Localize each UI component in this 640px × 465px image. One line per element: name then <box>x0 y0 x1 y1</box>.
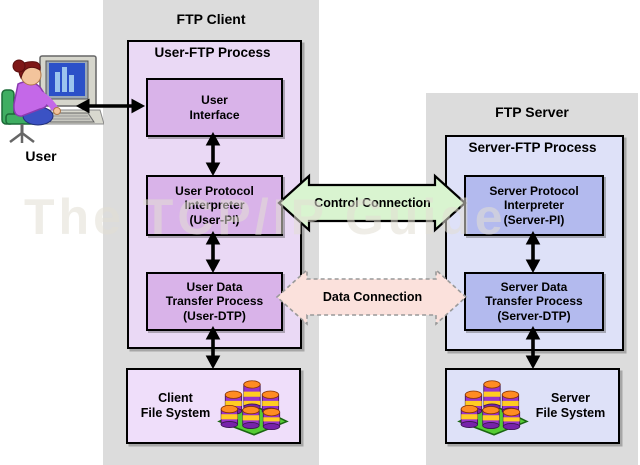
user-pi-box: User Protocol Interpreter (User-PI) <box>146 175 283 236</box>
control-connection-label: Control Connection <box>314 196 431 210</box>
file-system-icon <box>457 380 529 436</box>
data-connection-label: Data Connection <box>322 290 423 304</box>
client-file-system-label: Client File System <box>140 391 211 420</box>
user-ftp-process-title: User-FTP Process <box>154 45 271 60</box>
user-interface-label: User Interface <box>189 93 240 122</box>
user-interface-box: User Interface <box>146 78 283 137</box>
server-file-system-box: Server File System <box>445 368 620 444</box>
server-file-system-label: Server File System <box>535 391 606 420</box>
server-pi-label: Server Protocol Interpreter (Server-PI) <box>489 183 579 227</box>
user-dtp-box: User Data Transfer Process (User-DTP) <box>146 272 283 331</box>
server-pi-box: Server Protocol Interpreter (Server-PI) <box>464 175 604 236</box>
user-pi-label: User Protocol Interpreter (User-PI) <box>175 183 254 227</box>
user-computer-icon <box>1 55 104 143</box>
server-dtp-box: Server Data Transfer Process (Server-DTP… <box>464 272 604 331</box>
user-label: User <box>25 148 57 164</box>
ftp-client-title: FTP Client <box>176 11 246 27</box>
user-dtp-label: User Data Transfer Process (User-DTP) <box>165 279 264 323</box>
server-ftp-process-title: Server-FTP Process <box>468 140 597 155</box>
client-file-system-box: Client File System <box>126 368 301 444</box>
server-dtp-label: Server Data Transfer Process (Server-DTP… <box>485 279 583 323</box>
ftp-server-title: FTP Server <box>495 104 569 120</box>
file-system-icon <box>217 380 289 436</box>
